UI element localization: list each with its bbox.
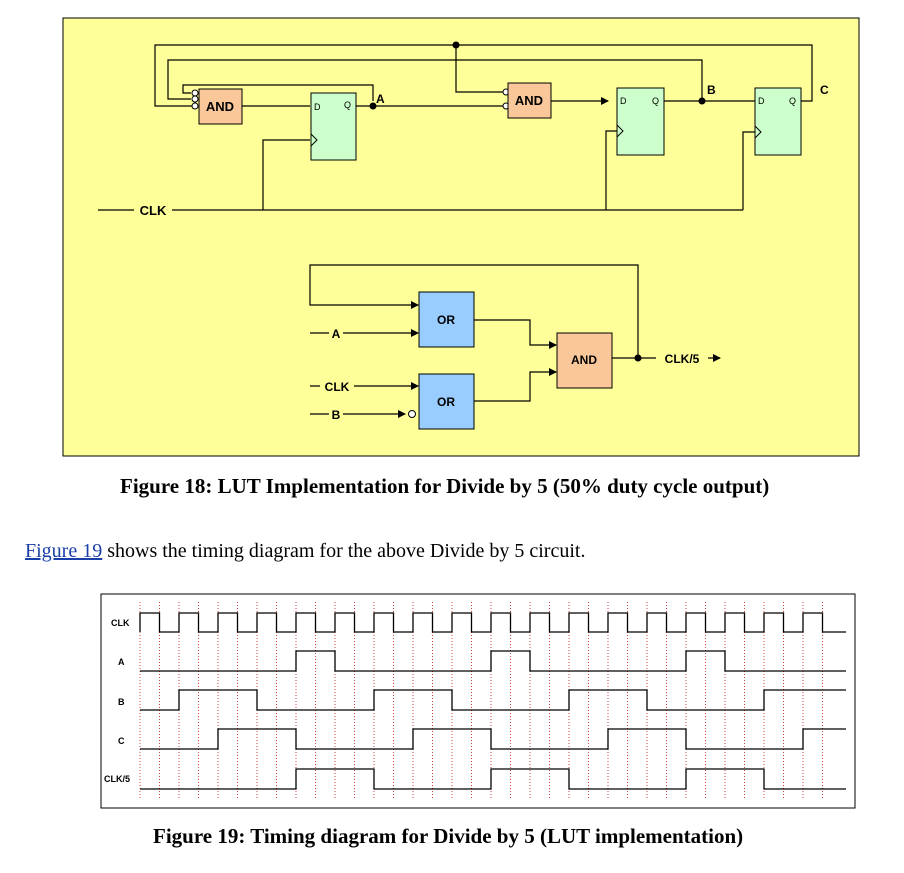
- inversion-bubbles: [191, 88, 510, 418]
- and-gate-3-label: AND: [571, 353, 597, 367]
- or-gate-1-label: OR: [437, 313, 455, 327]
- timing-label-a: A: [118, 657, 125, 667]
- or-gate-1: [418, 291, 475, 348]
- signal-label-c: C: [820, 83, 829, 97]
- flipflop-3-d-pin: D: [758, 96, 765, 106]
- or-input-b-label: B: [332, 408, 341, 422]
- and-gate-2-label: AND: [515, 93, 543, 108]
- body-paragraph: Figure 19 shows the timing diagram for t…: [25, 540, 585, 563]
- or-gate-2-label: OR: [437, 395, 455, 409]
- junction-dots: [369, 41, 706, 362]
- figure-18-caption: Figure 18: LUT Implementation for Divide…: [120, 474, 770, 498]
- waveform-c: [140, 728, 846, 750]
- clk-input-label: CLK: [140, 203, 167, 218]
- and-gate-2: [507, 82, 552, 119]
- figure-19-link[interactable]: Figure 19: [25, 540, 103, 562]
- timing-label-c: C: [118, 736, 125, 746]
- timing-diagram: CLK A B C CLK/5: [100, 593, 856, 809]
- and-gate-1: [198, 88, 243, 125]
- waveform-clk: [139, 612, 846, 633]
- flipflop-1-q-pin: Q: [344, 100, 351, 110]
- or-input-a-label: A: [332, 327, 341, 341]
- or-gate-2: [418, 373, 475, 430]
- timing-label-clk5: CLK/5: [104, 774, 130, 784]
- and-gate-3: [556, 332, 613, 389]
- waveform-b: [140, 689, 846, 711]
- flipflop-3-q-pin: Q: [789, 96, 796, 106]
- waveform-clk5: [140, 768, 846, 790]
- signal-label-a: A: [376, 92, 385, 106]
- and-gate-1-label: AND: [206, 99, 234, 114]
- or-input-clk-label: CLK: [325, 380, 350, 394]
- flipflop-1: [310, 92, 357, 161]
- output-clk5-label: CLK/5: [665, 352, 700, 366]
- timing-label-clk: CLK: [111, 618, 130, 628]
- timing-label-b: B: [118, 697, 125, 707]
- figure-19-caption: Figure 19: Timing diagram for Divide by …: [153, 824, 744, 848]
- paragraph-text: shows the timing diagram for the above D…: [107, 540, 586, 562]
- flipflop-2-d-pin: D: [620, 96, 627, 106]
- flipflop-2-q-pin: Q: [652, 96, 659, 106]
- waveform-a: [140, 650, 846, 672]
- flipflop-2: [616, 87, 665, 156]
- flipflop-1-d-pin: D: [314, 102, 321, 112]
- signal-label-b: B: [707, 83, 716, 97]
- flipflop-3: [754, 87, 802, 156]
- timing-frame: [100, 593, 856, 809]
- circuit-diagram: AND D Q AND D Q D Q A B C CLK OR OR AND …: [62, 17, 860, 457]
